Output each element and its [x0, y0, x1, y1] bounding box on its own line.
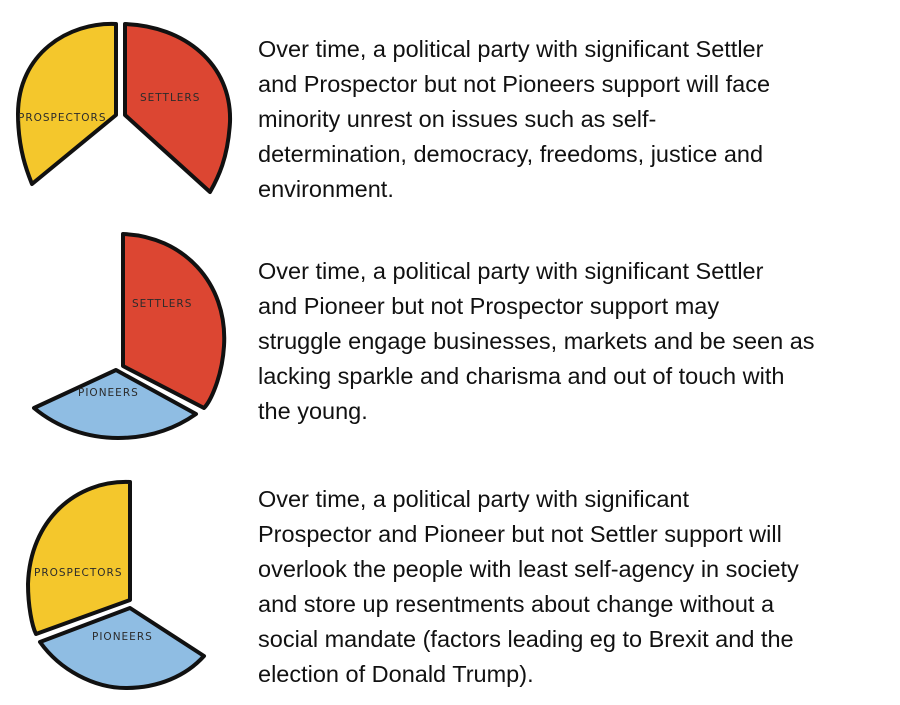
caption-line: and store up resentments about change wi…	[258, 591, 775, 617]
segment-prospectors	[16, 21, 118, 186]
panel-prospectors-settlers: PROSPECTORS SETTLERS Over time, a politi…	[0, 0, 900, 215]
caption-line: minority unrest on issues such as self-	[258, 106, 657, 132]
caption-line: lacking sparkle and charisma and out of …	[258, 363, 785, 389]
segment-label-settlers: SETTLERS	[132, 298, 192, 310]
caption-line: Prospector and Pioneer but not Settler s…	[258, 521, 782, 547]
caption-line: Over time, a political party with signif…	[258, 486, 689, 512]
caption-line: determination, democracy, freedoms, just…	[258, 141, 764, 167]
segment-label-prospectors: PROSPECTORS	[18, 112, 107, 124]
segment-prospectors	[26, 479, 132, 636]
caption-line: social mandate (factors leading eg to Br…	[258, 626, 794, 652]
caption-2: Over time, a political party with signif…	[258, 254, 878, 429]
caption-line: the young.	[258, 398, 368, 424]
caption-line: and Prospector but not Pioneers support …	[258, 71, 771, 97]
caption-3: Over time, a political party with signif…	[258, 482, 878, 692]
segment-label-pioneers: PIONEERS	[92, 631, 153, 643]
caption-line: struggle engage businesses, markets and …	[258, 328, 815, 354]
caption-line: environment.	[258, 176, 394, 202]
segment-label-pioneers: PIONEERS	[78, 387, 139, 399]
panel-settlers-pioneers: SETTLERS PIONEERS Over time, a political…	[0, 222, 900, 462]
caption-1: Over time, a political party with signif…	[258, 32, 878, 207]
segment-settlers	[121, 232, 227, 410]
caption-line: election of Donald Trump).	[258, 661, 534, 687]
caption-line: Over time, a political party with signif…	[258, 36, 764, 62]
segment-pioneers	[38, 606, 206, 690]
segment-pioneers	[32, 368, 198, 440]
segment-label-prospectors: PROSPECTORS	[34, 567, 123, 579]
segment-label-settlers: SETTLERS	[140, 92, 200, 104]
caption-line: and Pioneer but not Prospector support m…	[258, 293, 720, 319]
caption-line: overlook the people with least self-agen…	[258, 556, 799, 582]
pie-settlers-pioneers: SETTLERS PIONEERS	[32, 232, 227, 440]
caption-line: Over time, a political party with signif…	[258, 258, 764, 284]
pie-prospectors-settlers: PROSPECTORS SETTLERS	[16, 21, 233, 194]
segment-settlers	[123, 22, 233, 194]
panel-prospectors-pioneers: PROSPECTORS PIONEERS Over time, a politi…	[0, 470, 900, 705]
pie-prospectors-pioneers: PROSPECTORS PIONEERS	[26, 479, 206, 690]
